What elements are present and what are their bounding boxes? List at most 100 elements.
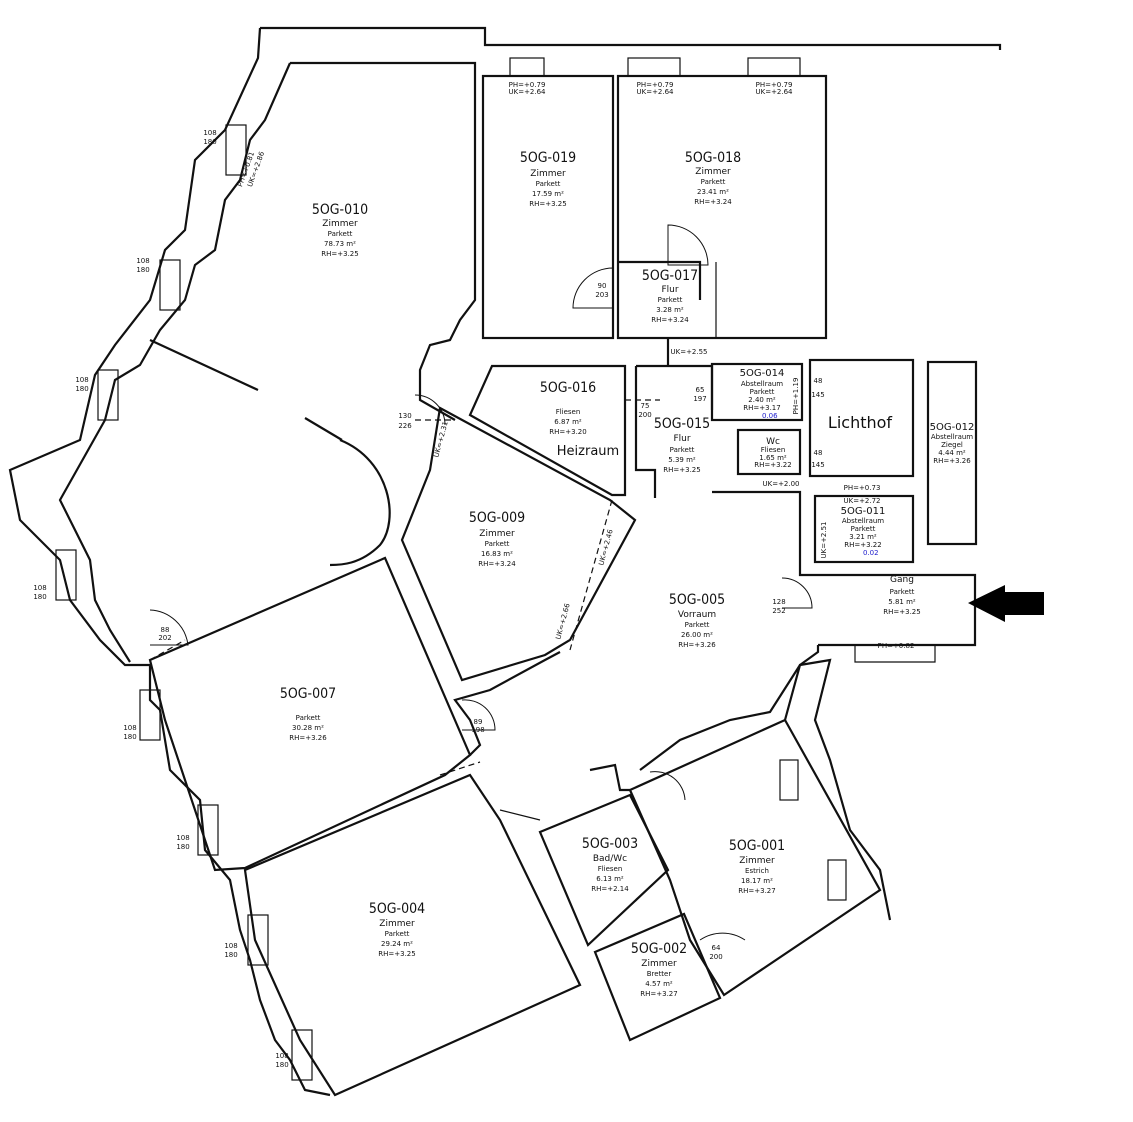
room-id: 5OG-012 — [930, 422, 975, 433]
win-height: 180 — [275, 1061, 288, 1069]
room-010: 5OG-010 Zimmer Parkett 78.73 m² RH=+3.25 — [312, 202, 368, 258]
win-height: 180 — [33, 593, 46, 601]
win-height: 180 — [176, 843, 189, 851]
room-id: 5OG-015 — [654, 416, 710, 432]
room-area: 1.65 m² — [759, 454, 787, 462]
uk-label: UK=+2.66 — [554, 602, 571, 640]
room-004: 5OG-004 Zimmer Parkett 29.24 m² RH=+3.25 — [369, 901, 425, 958]
room-id: 5OG-004 — [369, 901, 425, 917]
room-area: 4.44 m² — [938, 449, 966, 457]
room-floor: Parkett — [890, 588, 915, 596]
dim-label: 145 — [811, 461, 824, 469]
room-use: Vorraum — [678, 610, 716, 620]
room-use: Flur — [661, 285, 678, 295]
win-height: 180 — [123, 733, 136, 741]
room-007: 5OG-007 Parkett 30.28 m² RH=+3.26 — [280, 686, 336, 742]
dashed-openings — [149, 399, 660, 776]
room-floor: Parkett — [485, 540, 510, 548]
room-area: 6.87 m² — [554, 418, 582, 426]
annotations: PH=+0.79 UK=+2.64 PH=+0.79 UK=+2.64 PH=+… — [33, 81, 914, 1069]
room-014: 5OG-014 Abstellraum Parkett 2.40 m² RH=+… — [740, 368, 785, 420]
room-015: 5OG-015 Flur Parkett 5.39 m² RH=+3.25 — [654, 416, 710, 474]
room-001: 5OG-001 Zimmer Estrich 18.17 m² RH=+3.27 — [729, 838, 785, 895]
room-rh: RH=+3.25 — [663, 466, 700, 474]
room-gang: Gang Parkett 5.81 m² RH=+3.25 — [883, 575, 920, 616]
lichthof-label: Lichthof — [828, 413, 893, 432]
room-002: 5OG-002 Zimmer Bretter 4.57 m² RH=+3.27 — [631, 941, 687, 998]
room-area: 6.13 m² — [596, 875, 624, 883]
room-id: 5OG-003 — [582, 836, 638, 852]
room-rh: RH=+3.25 — [321, 250, 358, 258]
room-rh: RH=+3.22 — [754, 461, 791, 469]
uk-label: UK=+2.64 — [508, 88, 546, 96]
room-area: 3.21 m² — [849, 533, 877, 541]
room-floor: Ziegel — [941, 441, 963, 449]
door-width: 64 — [712, 944, 721, 952]
uk-label: UK=+2.64 — [636, 88, 674, 96]
dim-label: 145 — [811, 391, 824, 399]
room-use: Zimmer — [322, 219, 358, 229]
room-rh: RH=+3.27 — [640, 990, 677, 998]
room-017: 5OG-017 Flur Parkett 3.28 m² RH=+3.24 — [642, 268, 698, 324]
ph-label: PH=+0.79 — [509, 81, 546, 89]
dim-label: 48 — [814, 449, 823, 457]
door-width: 75 — [641, 402, 650, 410]
room-use: Abstellraum — [842, 517, 884, 525]
entrance-arrow-icon — [968, 585, 1044, 622]
uk-label: UK=+2.55 — [670, 348, 707, 356]
win-width: 108 — [275, 1052, 288, 1060]
door-height: 252 — [772, 607, 785, 615]
door-swings — [149, 224, 813, 941]
door-width: 90 — [598, 282, 607, 290]
blue-level: 0.06 — [762, 412, 778, 420]
room-id: 5OG-016 — [540, 380, 596, 396]
room-use: Abstellraum — [741, 380, 783, 388]
room-rh: RH=+3.26 — [678, 641, 716, 649]
room-use: Wc — [766, 437, 780, 447]
room-area: 5.81 m² — [888, 598, 916, 606]
heizraum-label: Heizraum — [557, 444, 619, 459]
windows — [55, 57, 847, 1081]
dim-label: 48 — [814, 377, 823, 385]
room-009: 5OG-009 Zimmer Parkett 16.83 m² RH=+3.24 — [469, 510, 525, 568]
room-012: 5OG-012 Abstellraum Ziegel 4.44 m² RH=+3… — [930, 422, 975, 465]
blue-level: 0.02 — [863, 549, 879, 557]
room-005: 5OG-005 Vorraum Parkett 26.00 m² RH=+3.2… — [669, 592, 725, 649]
win-height: 180 — [136, 266, 149, 274]
win-width: 108 — [136, 257, 149, 265]
room-id: 5OG-019 — [520, 150, 576, 166]
room-floor: Parkett — [685, 621, 710, 629]
room-id: 5OG-010 — [312, 202, 368, 218]
room-id: 5OG-014 — [740, 368, 785, 379]
room-area: 30.28 m² — [292, 724, 324, 732]
room-id: 5OG-001 — [729, 838, 785, 854]
door-width: 128 — [772, 598, 785, 606]
room-floor: Parkett — [385, 930, 410, 938]
room-use: Zimmer — [695, 167, 731, 177]
ph-label: PH=+0.82 — [878, 642, 915, 650]
room-floor: Estrich — [745, 867, 769, 875]
room-area: 4.57 m² — [645, 980, 673, 988]
uk-label: UK=+2.51 — [820, 521, 828, 558]
door-height: 200 — [709, 953, 722, 961]
room-floor: Parkett — [328, 230, 353, 238]
room-rh: RH=+3.25 — [529, 200, 566, 208]
room-area: 18.17 m² — [741, 877, 773, 885]
room-floor: Fliesen — [598, 865, 623, 873]
room-use: Bad/Wc — [593, 854, 627, 864]
win-width: 108 — [203, 129, 216, 137]
room-area: 5.39 m² — [668, 456, 696, 464]
room-rh: RH=+3.27 — [738, 887, 775, 895]
door-width: 65 — [696, 386, 705, 394]
uk-label: UK=+2.00 — [762, 480, 799, 488]
room-rh: RH=+3.25 — [378, 950, 415, 958]
room-use: Gang — [890, 575, 914, 585]
room-wc: Wc Fliesen 1.65 m² RH=+3.22 — [754, 437, 791, 469]
room-rh: RH=+3.26 — [933, 457, 971, 465]
room-area: 78.73 m² — [324, 240, 356, 248]
room-area: 23.41 m² — [697, 188, 729, 196]
room-area: 26.00 m² — [681, 631, 713, 639]
door-height: 198 — [471, 726, 484, 734]
win-width: 108 — [176, 834, 189, 842]
room-id: 5OG-011 — [841, 506, 886, 517]
